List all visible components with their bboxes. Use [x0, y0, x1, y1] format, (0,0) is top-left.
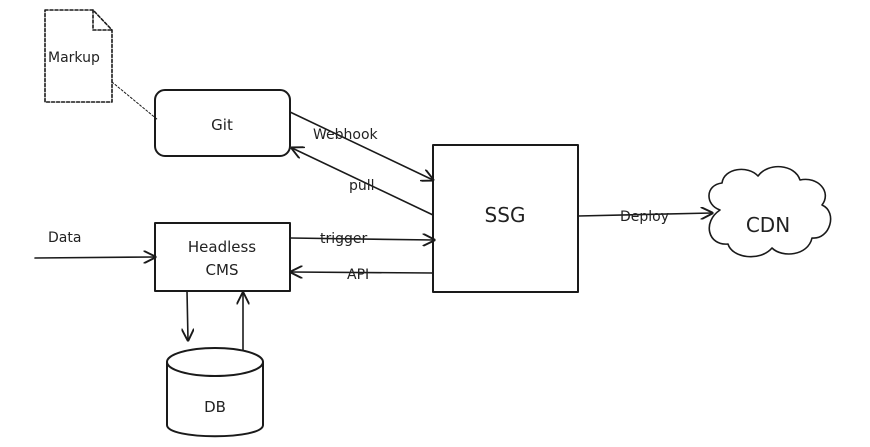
headless-cms-label-line2: CMS	[206, 261, 239, 279]
cms-to-db-arrow	[187, 290, 188, 340]
db-label: DB	[204, 398, 226, 416]
cdn-label: CDN	[746, 213, 790, 237]
webhook-arrow	[289, 111, 433, 180]
deploy-label: Deploy	[620, 209, 669, 225]
markup-document: Markup	[44, 9, 113, 103]
trigger-arrow	[289, 238, 434, 240]
data-arrow	[34, 257, 155, 258]
api-label: API	[347, 267, 369, 283]
webhook-label: Webhook	[313, 127, 379, 143]
db-node: DB	[166, 347, 264, 438]
api-arrow	[291, 272, 434, 273]
git-node: Git	[154, 89, 291, 157]
markup-label: Markup	[48, 50, 100, 66]
ssg-node: SSG	[432, 144, 579, 293]
headless-cms-label-line1: Headless	[188, 238, 256, 256]
pull-arrow	[292, 148, 434, 216]
headless-cms-node: Headless CMS	[154, 222, 291, 292]
deploy-arrow	[577, 213, 712, 216]
markup-git-connector	[111, 81, 159, 121]
cdn-node: CDN	[708, 165, 832, 258]
trigger-label: trigger	[320, 231, 368, 247]
ssg-label: SSG	[485, 203, 526, 227]
data-label: Data	[48, 230, 81, 246]
pull-label: pull	[349, 178, 375, 194]
git-label: Git	[211, 116, 233, 134]
